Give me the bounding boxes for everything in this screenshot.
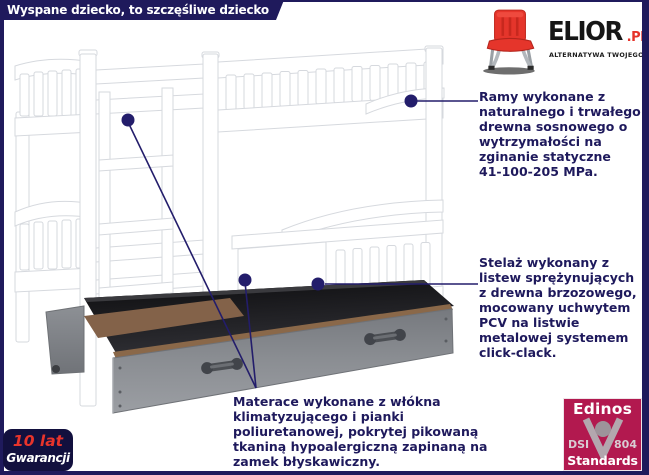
callout-dot [311,277,325,291]
v-check-logo [582,417,624,459]
drawer-handle [364,328,406,346]
page-border-left [0,0,4,475]
page-border-right [642,0,649,475]
brand-tagline: ALTERNATYWA TWOJEGO WNĘTRZA [549,51,649,59]
brand-name: ELIOR [548,17,623,47]
edinos-dsi: DSI [568,438,590,451]
callout-dot [121,113,135,127]
edinos-804: 804 [614,438,637,451]
storage-drawer [45,280,454,414]
warranty-years: 10 lat [12,432,64,450]
drawer-screws [118,317,448,408]
callout-dot [238,273,252,287]
callout-lines [127,100,478,389]
edinos-badge: Edinos DSI 804 Standards [563,398,642,471]
brand-logo: ELIOR.PL ALTERNATYWA TWOJEGO WNĘTRZA [476,5,649,75]
edinos-standards: Standards [567,453,638,468]
callout-dot [404,94,418,108]
page-border-top [0,0,649,2]
warranty-label: Gwarancji [6,451,70,465]
page-border-bottom [0,471,649,475]
slogan-banner: Wyspane dziecko, to szczęśliwe dziecko [0,0,284,20]
warranty-badge: 10 lat Gwarancji [3,429,73,471]
edinos-title: Edinos [572,400,633,418]
drawer-handle [201,357,243,375]
red-chair-icon [483,9,535,75]
